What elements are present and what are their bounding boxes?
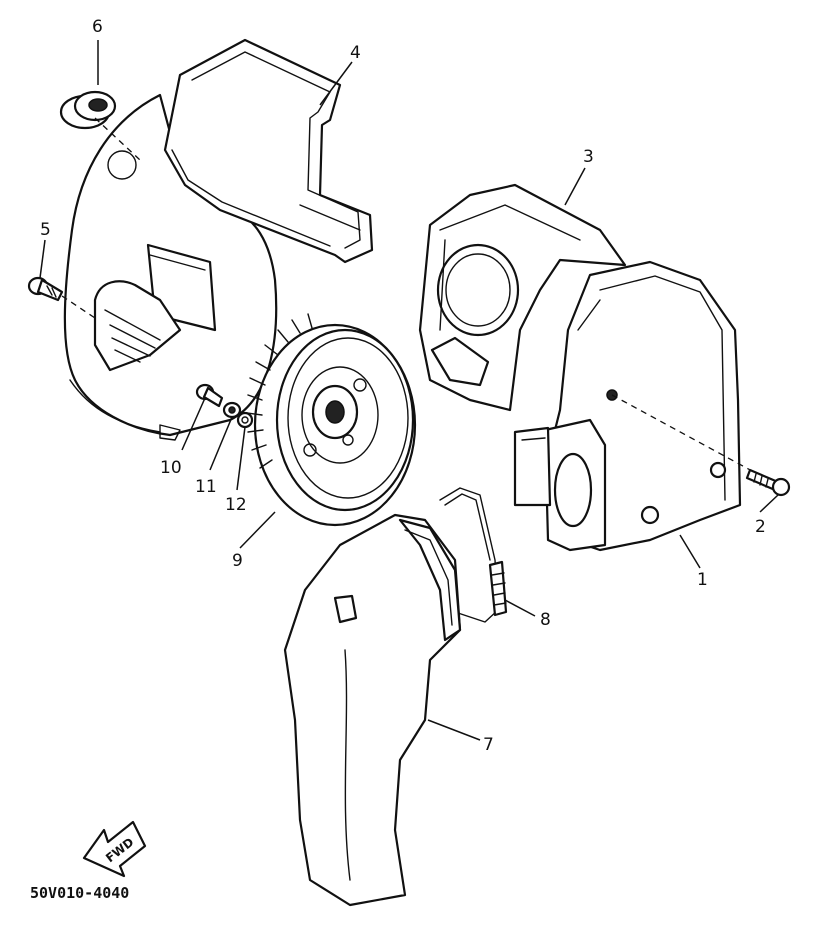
callout-12: 12 <box>225 495 247 515</box>
callout-10: 10 <box>160 458 182 478</box>
fwd-direction-arrow: FWD <box>82 820 147 878</box>
callout-8: 8 <box>540 610 551 630</box>
callout-9: 9 <box>232 551 243 571</box>
part-9-cooling-fan <box>246 313 417 527</box>
leader-lines <box>39 40 779 741</box>
part-6-grommet <box>59 90 141 161</box>
callout-1: 1 <box>697 570 708 590</box>
part-5-screw <box>27 276 96 319</box>
part-4-fan-shroud <box>63 38 374 441</box>
callout-3: 3 <box>583 147 594 167</box>
callout-labels: 6 4 3 5 10 11 12 9 2 1 8 7 <box>40 17 766 755</box>
part-8-band <box>439 487 508 623</box>
part-12-nut <box>236 411 254 429</box>
callout-6: 6 <box>92 17 103 37</box>
callout-5: 5 <box>40 220 51 240</box>
part-3-air-shroud <box>418 183 627 412</box>
catalog-code: 50V010-4040 <box>30 884 129 902</box>
callout-11: 11 <box>195 477 217 497</box>
callout-7: 7 <box>483 735 494 755</box>
part-11-washer <box>222 401 242 419</box>
callout-2: 2 <box>755 517 766 537</box>
part-7-air-duct <box>283 513 462 907</box>
callout-4: 4 <box>350 43 361 63</box>
part-2-bolt <box>745 468 791 497</box>
part-1-cylinder-cover <box>513 260 766 552</box>
